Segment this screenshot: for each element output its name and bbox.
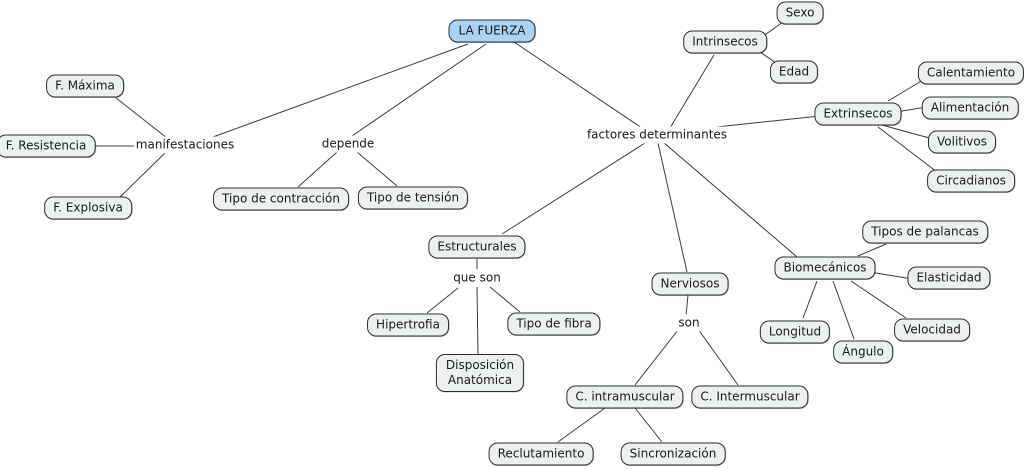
edge-line (634, 329, 679, 386)
linking-phrase-depende[interactable]: depende (319, 135, 377, 153)
edge-line (662, 141, 798, 258)
edge-line (297, 151, 338, 188)
edge-line (489, 286, 521, 313)
edge-line (657, 142, 688, 273)
concept-node-c-intermuscular[interactable]: C. Intermuscular (691, 385, 809, 409)
concept-node-edad[interactable]: Edad (769, 60, 819, 84)
concept-node-biomecanicos[interactable]: Biomecánicos (774, 256, 876, 280)
edge-line (832, 280, 855, 340)
concept-node-sincronizacion[interactable]: Sincronización (620, 442, 726, 466)
edge-line (513, 41, 643, 129)
edge-line (476, 286, 479, 355)
edge-line (501, 142, 646, 235)
edge-line (881, 124, 934, 140)
concept-node-extrinsecos[interactable]: Extrinsecos (814, 102, 902, 126)
linking-phrase-factores-determinantes[interactable]: factores determinantes (584, 126, 730, 144)
concept-node-f-explosiva[interactable]: F. Explosiva (44, 196, 132, 220)
edge-line (119, 152, 166, 198)
edge-line (706, 115, 821, 129)
edge-line (557, 407, 606, 443)
concept-node-tipo-de-contraccion[interactable]: Tipo de contracción (213, 187, 349, 211)
concept-node-tipos-de-palancas[interactable]: Tipos de palancas (862, 220, 988, 244)
concept-node-tipo-de-tension[interactable]: Tipo de tensión (357, 186, 469, 210)
edge-line (685, 294, 689, 317)
edge-line (356, 151, 398, 187)
edge-line (426, 287, 459, 314)
concept-node-nerviosos[interactable]: Nerviosos (651, 272, 729, 296)
concept-node-alimentacion[interactable]: Alimentación (921, 96, 1019, 120)
linking-phrase-manifestaciones[interactable]: manifestaciones (133, 136, 237, 154)
concept-node-f-resistencia[interactable]: F. Resistencia (0, 134, 96, 158)
concept-node-intrinsecos[interactable]: Intrinsecos (683, 30, 767, 54)
linking-phrase-son[interactable]: son (676, 314, 702, 332)
concept-node-la-fuerza[interactable]: LA FUERZA (448, 19, 536, 43)
concept-node-angulo[interactable]: Ángulo (833, 340, 893, 364)
concept-node-circadianos[interactable]: Circadianos (927, 169, 1015, 193)
linking-phrase-que-son[interactable]: que son (451, 269, 503, 287)
concept-node-sexo[interactable]: Sexo (776, 1, 824, 25)
edge-line (802, 280, 818, 319)
concept-node-volitivos[interactable]: Volitivos (927, 130, 997, 154)
edge-line (115, 97, 168, 139)
concept-node-calentamiento[interactable]: Calentamiento (917, 61, 1024, 85)
concept-node-velocidad[interactable]: Velocidad (894, 318, 970, 342)
edge-line (351, 43, 487, 137)
edge-line (669, 54, 715, 129)
edge-line (850, 280, 907, 319)
concept-node-f-maxima[interactable]: F. Máxima (46, 74, 124, 98)
concept-node-reclutamiento[interactable]: Reclutamiento (488, 442, 594, 466)
edge-line (877, 126, 938, 173)
edge-line (634, 407, 663, 443)
edge-line (857, 243, 887, 257)
concept-node-longitud[interactable]: Longitud (759, 320, 831, 344)
concept-node-tipo-de-fibra[interactable]: Tipo de fibra (507, 312, 601, 336)
concept-node-disposicion-anatomica[interactable]: Disposición Anatómica (435, 354, 525, 392)
edge-line (869, 271, 913, 280)
concept-node-elasticidad[interactable]: Elasticidad (907, 266, 991, 290)
concept-node-c-intramuscular[interactable]: C. intramuscular (566, 385, 684, 409)
edge-line (697, 328, 739, 386)
concept-node-estructurales[interactable]: Estructurales (428, 235, 526, 259)
edge-line (212, 43, 469, 138)
concept-node-hipertrofia[interactable]: Hipertrofia (367, 313, 449, 337)
